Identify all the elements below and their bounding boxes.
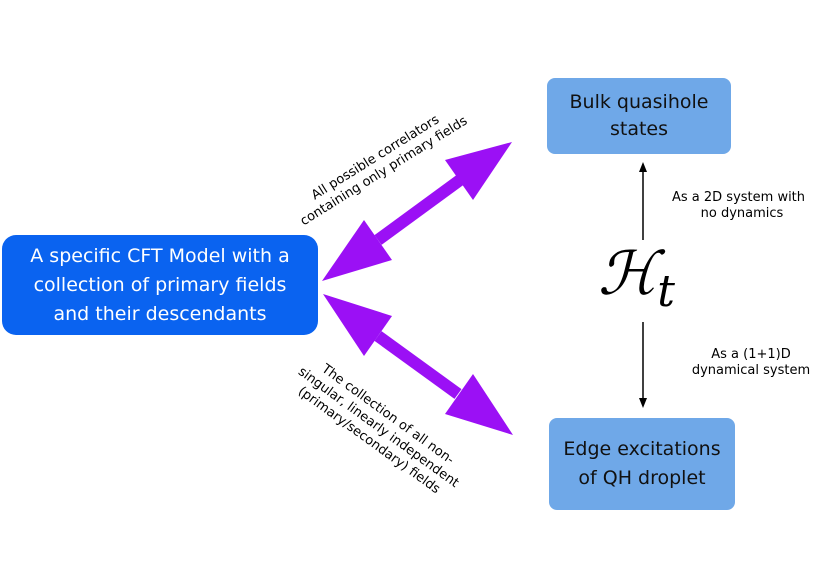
right-top-line-1: As a 2D system with — [672, 190, 806, 205]
right-top-line-2: no dynamics — [700, 206, 784, 221]
right-bottom-line-1: As a (1+1)D — [711, 347, 791, 362]
right-top-label: As a 2D system with no dynamics — [672, 190, 830, 222]
double-arrow-top — [322, 142, 512, 281]
edge-line-1: Edge excitations — [563, 438, 721, 460]
cft-line-1: A specific CFT Model with a — [30, 244, 290, 267]
cft-line-2: collection of primary fields — [33, 273, 287, 296]
hamiltonian-symbol: ℋt — [598, 244, 675, 322]
thin-arrow-up — [639, 162, 647, 240]
right-bottom-label: As a (1+1)D dynamical system — [676, 347, 826, 379]
bulk-line-2: states — [609, 118, 669, 140]
bulk-line-1: Bulk quasihole — [569, 91, 709, 113]
right-bottom-line-2: dynamical system — [691, 363, 811, 378]
cft-line-3: and their descendants — [53, 302, 267, 325]
edge-excitations-node: Edge excitations of QH droplet — [549, 418, 735, 510]
edge-line-2: of QH droplet — [578, 467, 706, 489]
cft-model-node: A specific CFT Model with a collection o… — [2, 235, 318, 335]
thin-arrow-down — [639, 322, 647, 408]
double-arrow-bottom — [323, 294, 513, 435]
hamiltonian-main: ℋ — [598, 239, 658, 309]
bulk-quasihole-node: Bulk quasihole states — [547, 78, 731, 154]
hamiltonian-subscript: t — [657, 266, 675, 317]
